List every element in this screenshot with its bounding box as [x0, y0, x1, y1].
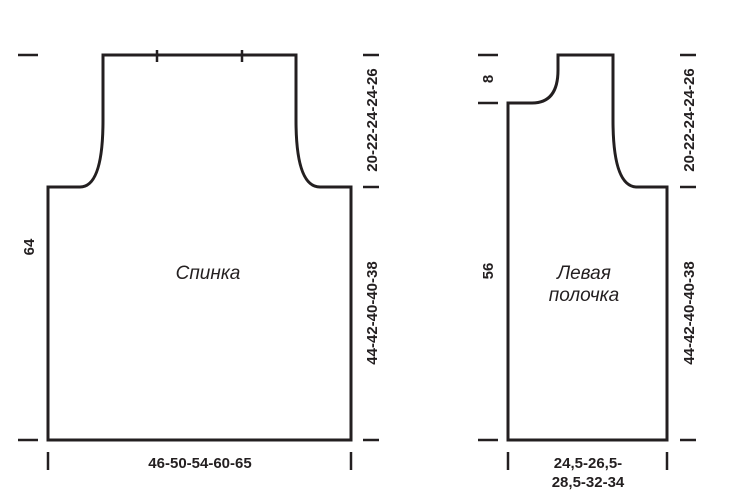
front-neck-label: 8 — [480, 75, 497, 83]
front-right-dimensions: 20-22-24-24-26 44-42-40-40-38 — [680, 53, 698, 442]
front-piece: Левая полочка — [506, 53, 669, 442]
back-side-label: 44-42-40-40-38 — [364, 261, 381, 364]
back-height-dimension: 64 — [18, 53, 38, 442]
front-armhole-label: 20-22-24-24-26 — [681, 68, 698, 171]
back-height-label: 64 — [21, 238, 38, 255]
front-outline — [506, 53, 669, 442]
back-right-dimensions: 20-22-24-24-26 44-42-40-40-38 — [363, 53, 381, 442]
front-height-label: 56 — [480, 263, 497, 280]
back-width-dimension: 46-50-54-60-65 — [46, 452, 353, 472]
back-width-label: 46-50-54-60-65 — [148, 455, 251, 472]
front-width-dimension: 24,5-26,5- 28,5-32-34 — [506, 452, 669, 491]
front-label-line1: Левая — [555, 263, 611, 284]
back-armhole-label: 20-22-24-24-26 — [364, 68, 381, 171]
front-left-dimensions: 8 56 — [478, 53, 498, 442]
front-label-line2: полочка — [549, 285, 619, 306]
front-width-label-line2: 28,5-32-34 — [552, 474, 625, 491]
front-side-label: 44-42-40-40-38 — [681, 261, 698, 364]
front-width-label-line1: 24,5-26,5- — [554, 455, 622, 472]
back-label: Спинка — [176, 263, 241, 284]
back-piece: Спинка — [46, 50, 353, 442]
back-outline — [46, 53, 353, 442]
